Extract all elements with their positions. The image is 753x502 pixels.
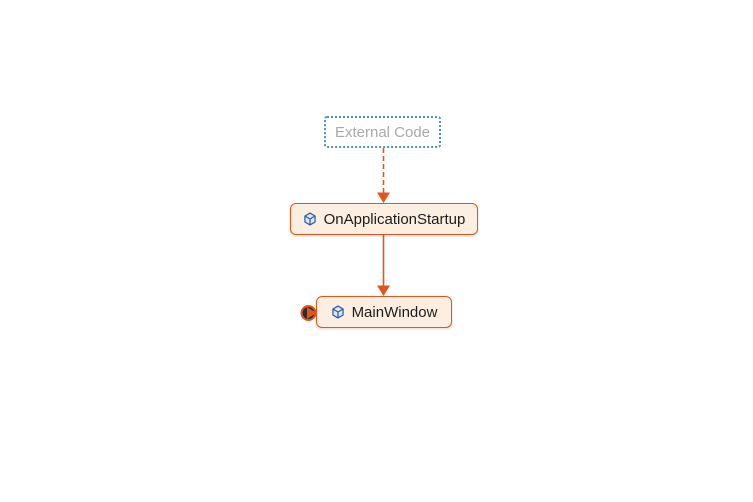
arrowhead-down-icon bbox=[377, 285, 390, 296]
entry-point-marker-icon bbox=[300, 305, 317, 321]
node-main-window[interactable]: MainWindow bbox=[316, 296, 452, 328]
method-cube-icon bbox=[303, 212, 316, 226]
arrowhead-down-icon bbox=[377, 192, 390, 203]
node-on-application-startup-label: OnApplicationStartup bbox=[323, 210, 466, 228]
node-on-application-startup[interactable]: OnApplicationStartup bbox=[290, 203, 478, 235]
edge-external-to-startup[interactable] bbox=[377, 148, 390, 203]
node-external-code-label: External Code bbox=[334, 123, 431, 141]
method-cube-icon bbox=[331, 305, 344, 319]
node-external-code[interactable]: External Code bbox=[324, 116, 441, 148]
node-main-window-label: MainWindow bbox=[351, 303, 438, 321]
edge-startup-to-mainwindow[interactable] bbox=[377, 235, 390, 296]
